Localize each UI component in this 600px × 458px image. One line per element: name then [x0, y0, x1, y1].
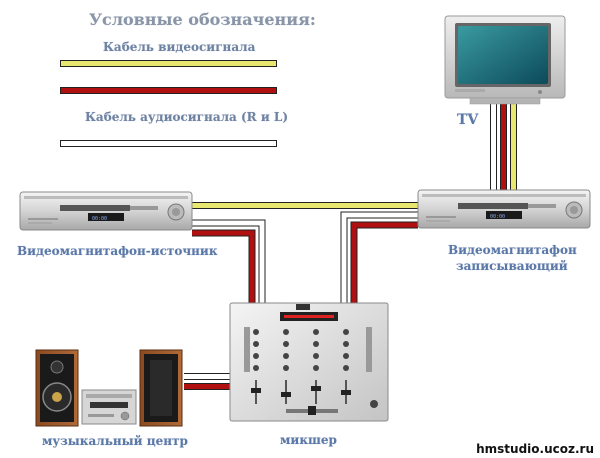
tv-image — [444, 15, 566, 105]
tv-label: TV — [457, 112, 479, 128]
cable-audio-vcr-to-mixer — [192, 219, 266, 310]
vcr-recording-label-line1: Видеомагнитафон — [448, 243, 577, 257]
music-center-image — [35, 349, 183, 427]
cable-tv-to-vcr — [490, 98, 517, 190]
svg-text:00:00: 00:00 — [92, 216, 107, 222]
legend-video-cable — [60, 60, 277, 67]
mixer-image — [229, 302, 389, 422]
mixer-label: микшер — [280, 433, 337, 447]
cable-audio-music-to-mixer — [184, 373, 232, 390]
vcr-source-image: 00:00 — [19, 191, 193, 231]
legend-video-cable-label: Кабель видеосигнала — [103, 40, 256, 54]
vcr-source-label: Видеомагнитафон-источник — [17, 244, 218, 258]
legend-audio-cable-right — [60, 87, 277, 94]
cable-audio-mixer-to-vcr — [340, 211, 418, 310]
cable-video-vcr-to-vcr — [192, 202, 418, 209]
vcr-recording-image: 00:00 — [417, 189, 591, 229]
legend-title: Условные обозначения: — [89, 10, 316, 29]
legend-audio-cable-label: Кабель аудиосигнала (R и L) — [85, 110, 289, 124]
legend-audio-cable-left — [60, 140, 277, 147]
music-center-label: музыкальный центр — [42, 434, 188, 448]
watermark-text: hmstudio.ucoz.ru — [476, 442, 594, 456]
vcr-recording-label-line2: записывающий — [456, 259, 568, 273]
svg-text:00:00: 00:00 — [490, 214, 505, 220]
